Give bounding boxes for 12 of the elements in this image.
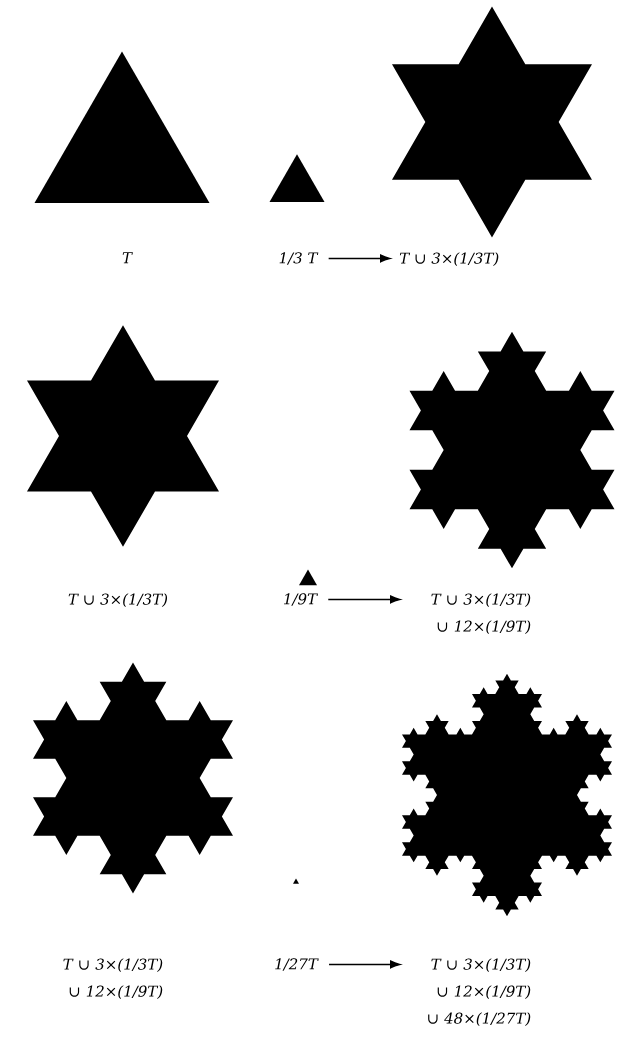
formula-label: T ∪ 3×(1/3T) ∪ 12×(1/9T) ∪ 48×(1/27T)	[428, 958, 531, 1026]
formula-label: T ∪ 3×(1/3T)	[68, 593, 168, 607]
arrow	[328, 960, 401, 969]
formula-label: T ∪ 3×(1/3T) ∪ 12×(1/9T)	[431, 593, 531, 634]
arrow	[327, 254, 391, 263]
arrow	[327, 595, 401, 604]
formula-label: T ∪ 3×(1/3T) ∪ 12×(1/9T)	[63, 958, 163, 999]
formula-label: 1/27T	[275, 958, 319, 971]
formula-label: 1/9T	[284, 593, 318, 606]
formula-label: T	[122, 252, 133, 264]
formula-label: 1/3 T	[279, 252, 319, 265]
formula-label: T ∪ 3×(1/3T)	[399, 252, 499, 266]
